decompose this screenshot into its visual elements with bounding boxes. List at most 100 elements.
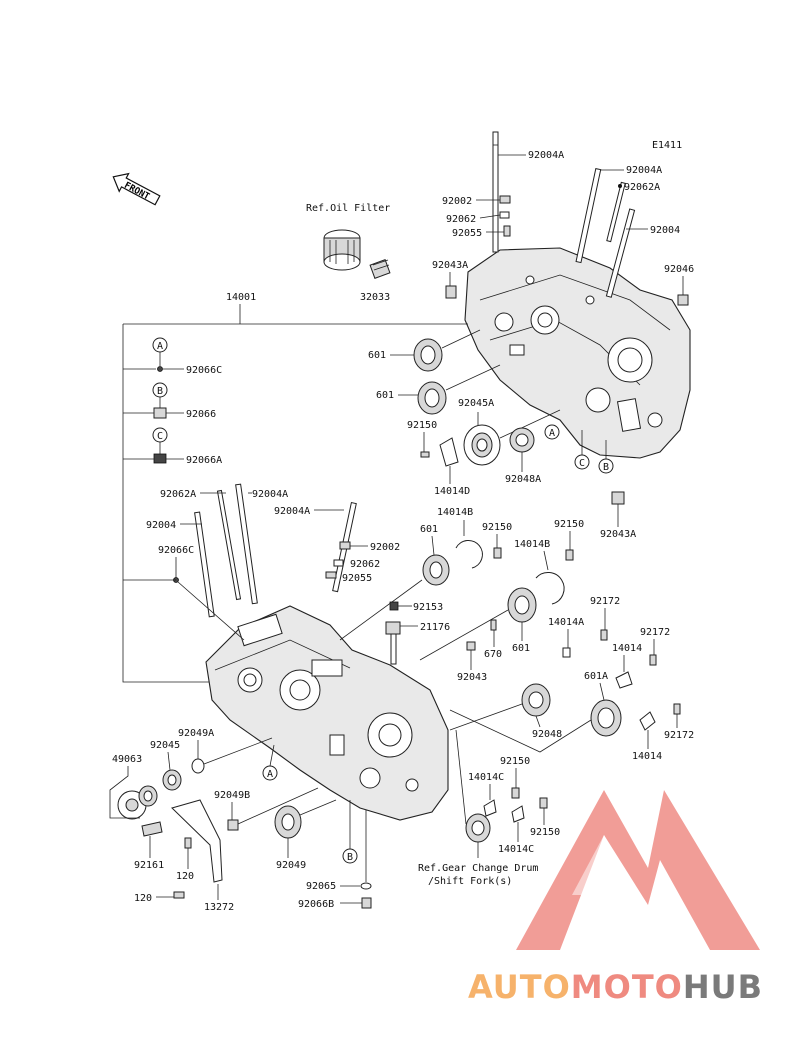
stud-bolts-upper: [492, 131, 636, 298]
part-670: 670: [484, 649, 502, 660]
svg-text:B: B: [347, 852, 353, 863]
part-92048: 92048: [532, 729, 562, 740]
oil-seal-601-2: [417, 381, 447, 415]
oil-seal-601-1: [413, 338, 443, 372]
stud-bolts-lower: [194, 483, 357, 618]
part-14014-2: 14014: [632, 751, 662, 762]
part-92043a-1: 92043A: [432, 260, 468, 271]
part-92172-3: 92172: [664, 730, 694, 741]
part-92043a-2: 92043A: [600, 529, 636, 540]
part-32033: 32033: [360, 292, 390, 303]
cover-plate-13272: [171, 799, 223, 883]
part-92150-3: 92150: [554, 519, 584, 530]
part-13272: 13272: [204, 902, 234, 913]
part-92049a: 92049A: [178, 728, 214, 739]
legend-c: C 92066A: [123, 427, 222, 466]
part-92055-1: 92055: [452, 228, 482, 239]
svg-text:A: A: [157, 341, 163, 352]
ring-92049a: [191, 758, 205, 774]
part-601-3: 601: [420, 524, 438, 535]
sensor-21176: [385, 621, 401, 665]
part-92150-5: 92150: [530, 827, 560, 838]
left-crankcase-half: [205, 605, 449, 821]
seal-92045: [138, 785, 158, 807]
svg-text:A: A: [267, 769, 273, 780]
oil-nipple-icon: [369, 259, 391, 279]
callout-b-3: B: [342, 800, 358, 864]
part-14014c-2: 14014C: [498, 844, 534, 855]
bearing-92045: [162, 769, 182, 791]
part-92004-1: 92004: [650, 225, 680, 236]
svg-text:C: C: [157, 431, 163, 442]
callout-a-3: A: [262, 744, 278, 781]
front-arrow-icon: FRONT: [112, 172, 161, 206]
part-601-4: 601: [512, 643, 530, 654]
legend-a: A 92066C: [123, 337, 222, 376]
seal-92049: [274, 805, 302, 839]
part-92153: 92153: [413, 602, 443, 613]
part-92062-2: 92062: [350, 559, 380, 570]
oil-seal-601a: [590, 699, 622, 737]
part-14014b-2: 14014B: [514, 539, 550, 550]
part-92062-1: 92062: [446, 214, 476, 225]
part-92048a: 92048A: [505, 474, 541, 485]
part-21176: 21176: [420, 622, 450, 633]
part-92045a: 92045A: [458, 398, 494, 409]
bearing-92048: [521, 683, 551, 717]
svg-text:B: B: [603, 462, 609, 473]
part-601a: 601A: [584, 671, 608, 682]
seal-gear-change: [465, 813, 491, 843]
watermark-logo: [516, 790, 760, 950]
part-120-1: 120: [176, 871, 194, 882]
part-92004a-2: 92004A: [626, 165, 662, 176]
svg-text:B: B: [157, 386, 163, 397]
right-crankcase-half: [464, 247, 691, 459]
plug-92049b: [227, 819, 239, 831]
part-92150-1: 92150: [407, 420, 437, 431]
part-92066: 92066: [186, 409, 216, 420]
part-14014-1: 14014: [612, 643, 642, 654]
part-92065: 92065: [306, 881, 336, 892]
legend-b: B 92066: [123, 382, 216, 420]
part-14014c-1: 14014C: [468, 772, 504, 783]
part-92002-2: 92002: [370, 542, 400, 553]
part-14014a: 14014A: [548, 617, 584, 628]
bearing-92048a: [509, 427, 535, 453]
part-601-2: 601: [376, 390, 394, 401]
part-14001: 14001: [226, 292, 256, 303]
part-92004a-3: 92004A: [252, 489, 288, 500]
part-14014d: 14014D: [434, 486, 470, 497]
diagram-code: E1411: [652, 140, 682, 151]
part-92049b: 92049B: [214, 790, 250, 801]
part-120-2: 120: [134, 893, 152, 904]
part-92150-4: 92150: [500, 756, 530, 767]
oil-seal-601-4: [507, 587, 537, 623]
part-92045: 92045: [150, 740, 180, 751]
part-92161: 92161: [134, 860, 164, 871]
part-92150-2: 92150: [482, 522, 512, 533]
callout-a-2: A: [544, 424, 560, 440]
clip-14014b-2: [535, 572, 565, 605]
part-92004a-1: 92004A: [528, 150, 564, 161]
part-92004a-4: 92004A: [274, 506, 310, 517]
part-92066c-2: 92066C: [158, 545, 194, 556]
part-601-1: 601: [368, 350, 386, 361]
part-92049: 92049: [276, 860, 306, 871]
watermark-text: AUTOMOTOHUB: [468, 968, 763, 1006]
oil-filter-icon: [323, 229, 361, 271]
clip-14014b-1: [455, 539, 483, 569]
part-92046: 92046: [664, 264, 694, 275]
bearing-92045a: [463, 424, 501, 466]
part-92062a-2: 92062A: [160, 489, 196, 500]
part-92004-2: 92004: [146, 520, 176, 531]
part-14014b-1: 14014B: [437, 507, 473, 518]
svg-text:A: A: [549, 428, 555, 439]
part-92062a-1: 92062A: [624, 182, 660, 193]
part-92002-1: 92002: [442, 196, 472, 207]
part-92066a: 92066A: [186, 455, 222, 466]
part-92066b: 92066B: [298, 899, 334, 910]
oil-seal-601-3: [422, 554, 450, 586]
ref-gear-change-line2: /Shift Fork(s): [428, 876, 512, 887]
